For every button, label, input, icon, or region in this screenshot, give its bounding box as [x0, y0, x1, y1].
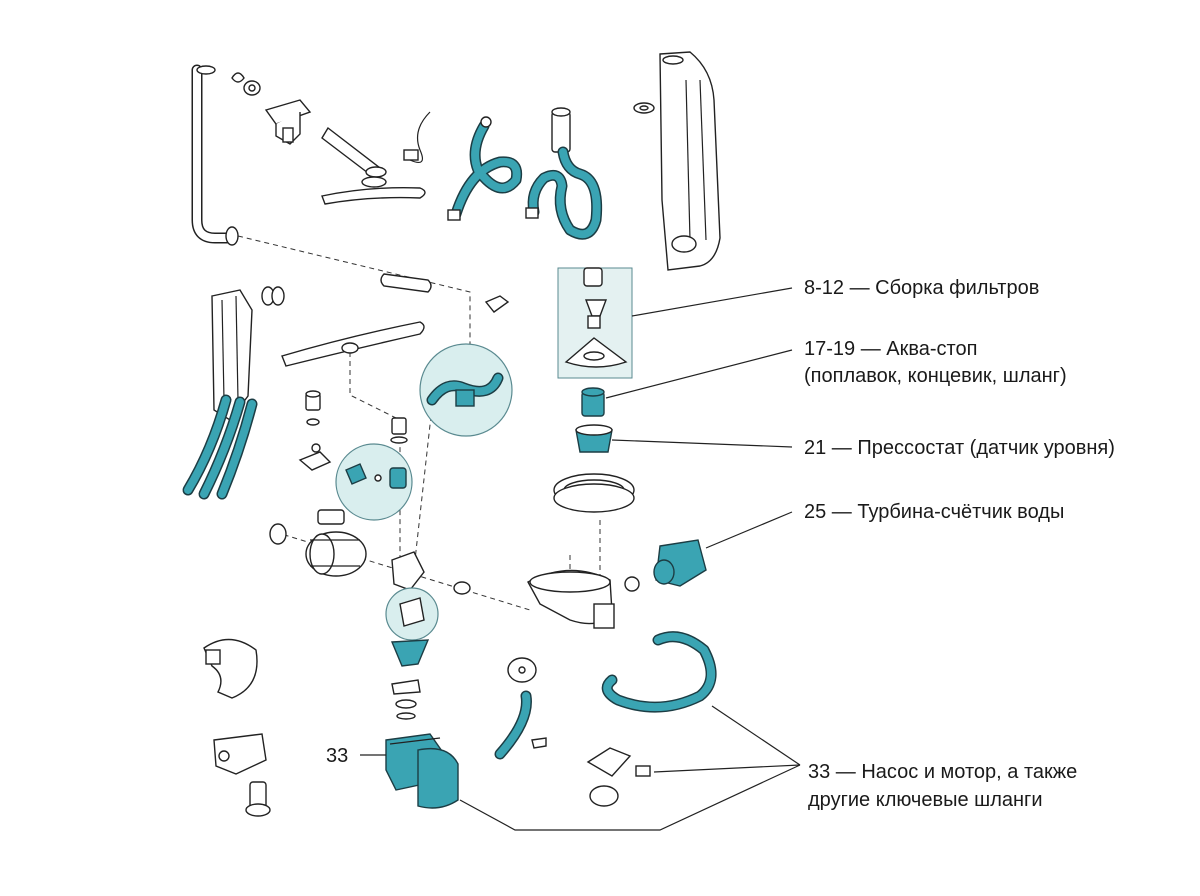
lower-spray-arm: [281, 321, 425, 367]
callout-pressostat: 21 — Прессостат (датчик уровня): [804, 437, 1115, 459]
vertical-water-pipe: [191, 64, 239, 246]
highlight-circle-clamp: [385, 587, 439, 641]
filter-assembly-panel: [557, 267, 633, 379]
inlet-valve: [213, 733, 267, 775]
aquastop-column: [633, 51, 721, 271]
upper-bracket: [264, 99, 312, 145]
callout-pump-line2: другие ключевые шланги: [808, 789, 1043, 811]
bottom-small-valves: [586, 747, 651, 807]
assembly-guide-lines: [237, 235, 601, 611]
small-clips: [231, 72, 261, 96]
pressostat-sensor: [575, 424, 613, 453]
callout-filters: 8-12 — Сборка фильтров: [804, 277, 1039, 299]
left-side-hoses: [182, 286, 285, 500]
callout-leader-lines: [360, 287, 801, 831]
drain-hose-upper-left: [447, 116, 523, 221]
inlet-hose-upper: [525, 107, 603, 240]
small-valve-parts: [298, 390, 332, 471]
pump-funnel: [390, 639, 430, 720]
circulation-motor: [269, 509, 367, 577]
highlight-circle-hose: [419, 343, 513, 437]
short-hose: [494, 690, 547, 760]
callout-aquastop-line2: (поплавок, концевик, шланг): [804, 365, 1067, 387]
sump-housing: [527, 569, 615, 629]
small-mount: [484, 295, 510, 313]
regen-knob: [507, 657, 537, 683]
callout-pump-line1: 33 — Насос и мотор, а также: [808, 761, 1077, 783]
callout-pump-tag: 33: [326, 745, 348, 767]
door-hinge-cover: [203, 638, 258, 699]
small-connector: [245, 781, 271, 817]
highlight-circle-valves: [335, 443, 413, 521]
callout-turbine: 25 — Турбина-счётчик воды: [804, 501, 1064, 523]
long-drain-hose: [601, 631, 717, 713]
spray-feed-tube: [380, 273, 432, 293]
upper-spray-tube: [321, 126, 387, 178]
callout-aquastop-line1: 17-19 — Аква-стоп: [804, 338, 977, 360]
small-filter-cup: [390, 417, 408, 444]
drain-pump-motor: [385, 733, 459, 809]
sump-seal-ring: [553, 473, 635, 513]
aquastop-float: [581, 387, 605, 417]
sensor-cable: [403, 111, 431, 163]
turbine-flowmeter: [624, 539, 707, 592]
upper-spray-arm: [321, 176, 426, 205]
pump-housing: [391, 551, 471, 595]
